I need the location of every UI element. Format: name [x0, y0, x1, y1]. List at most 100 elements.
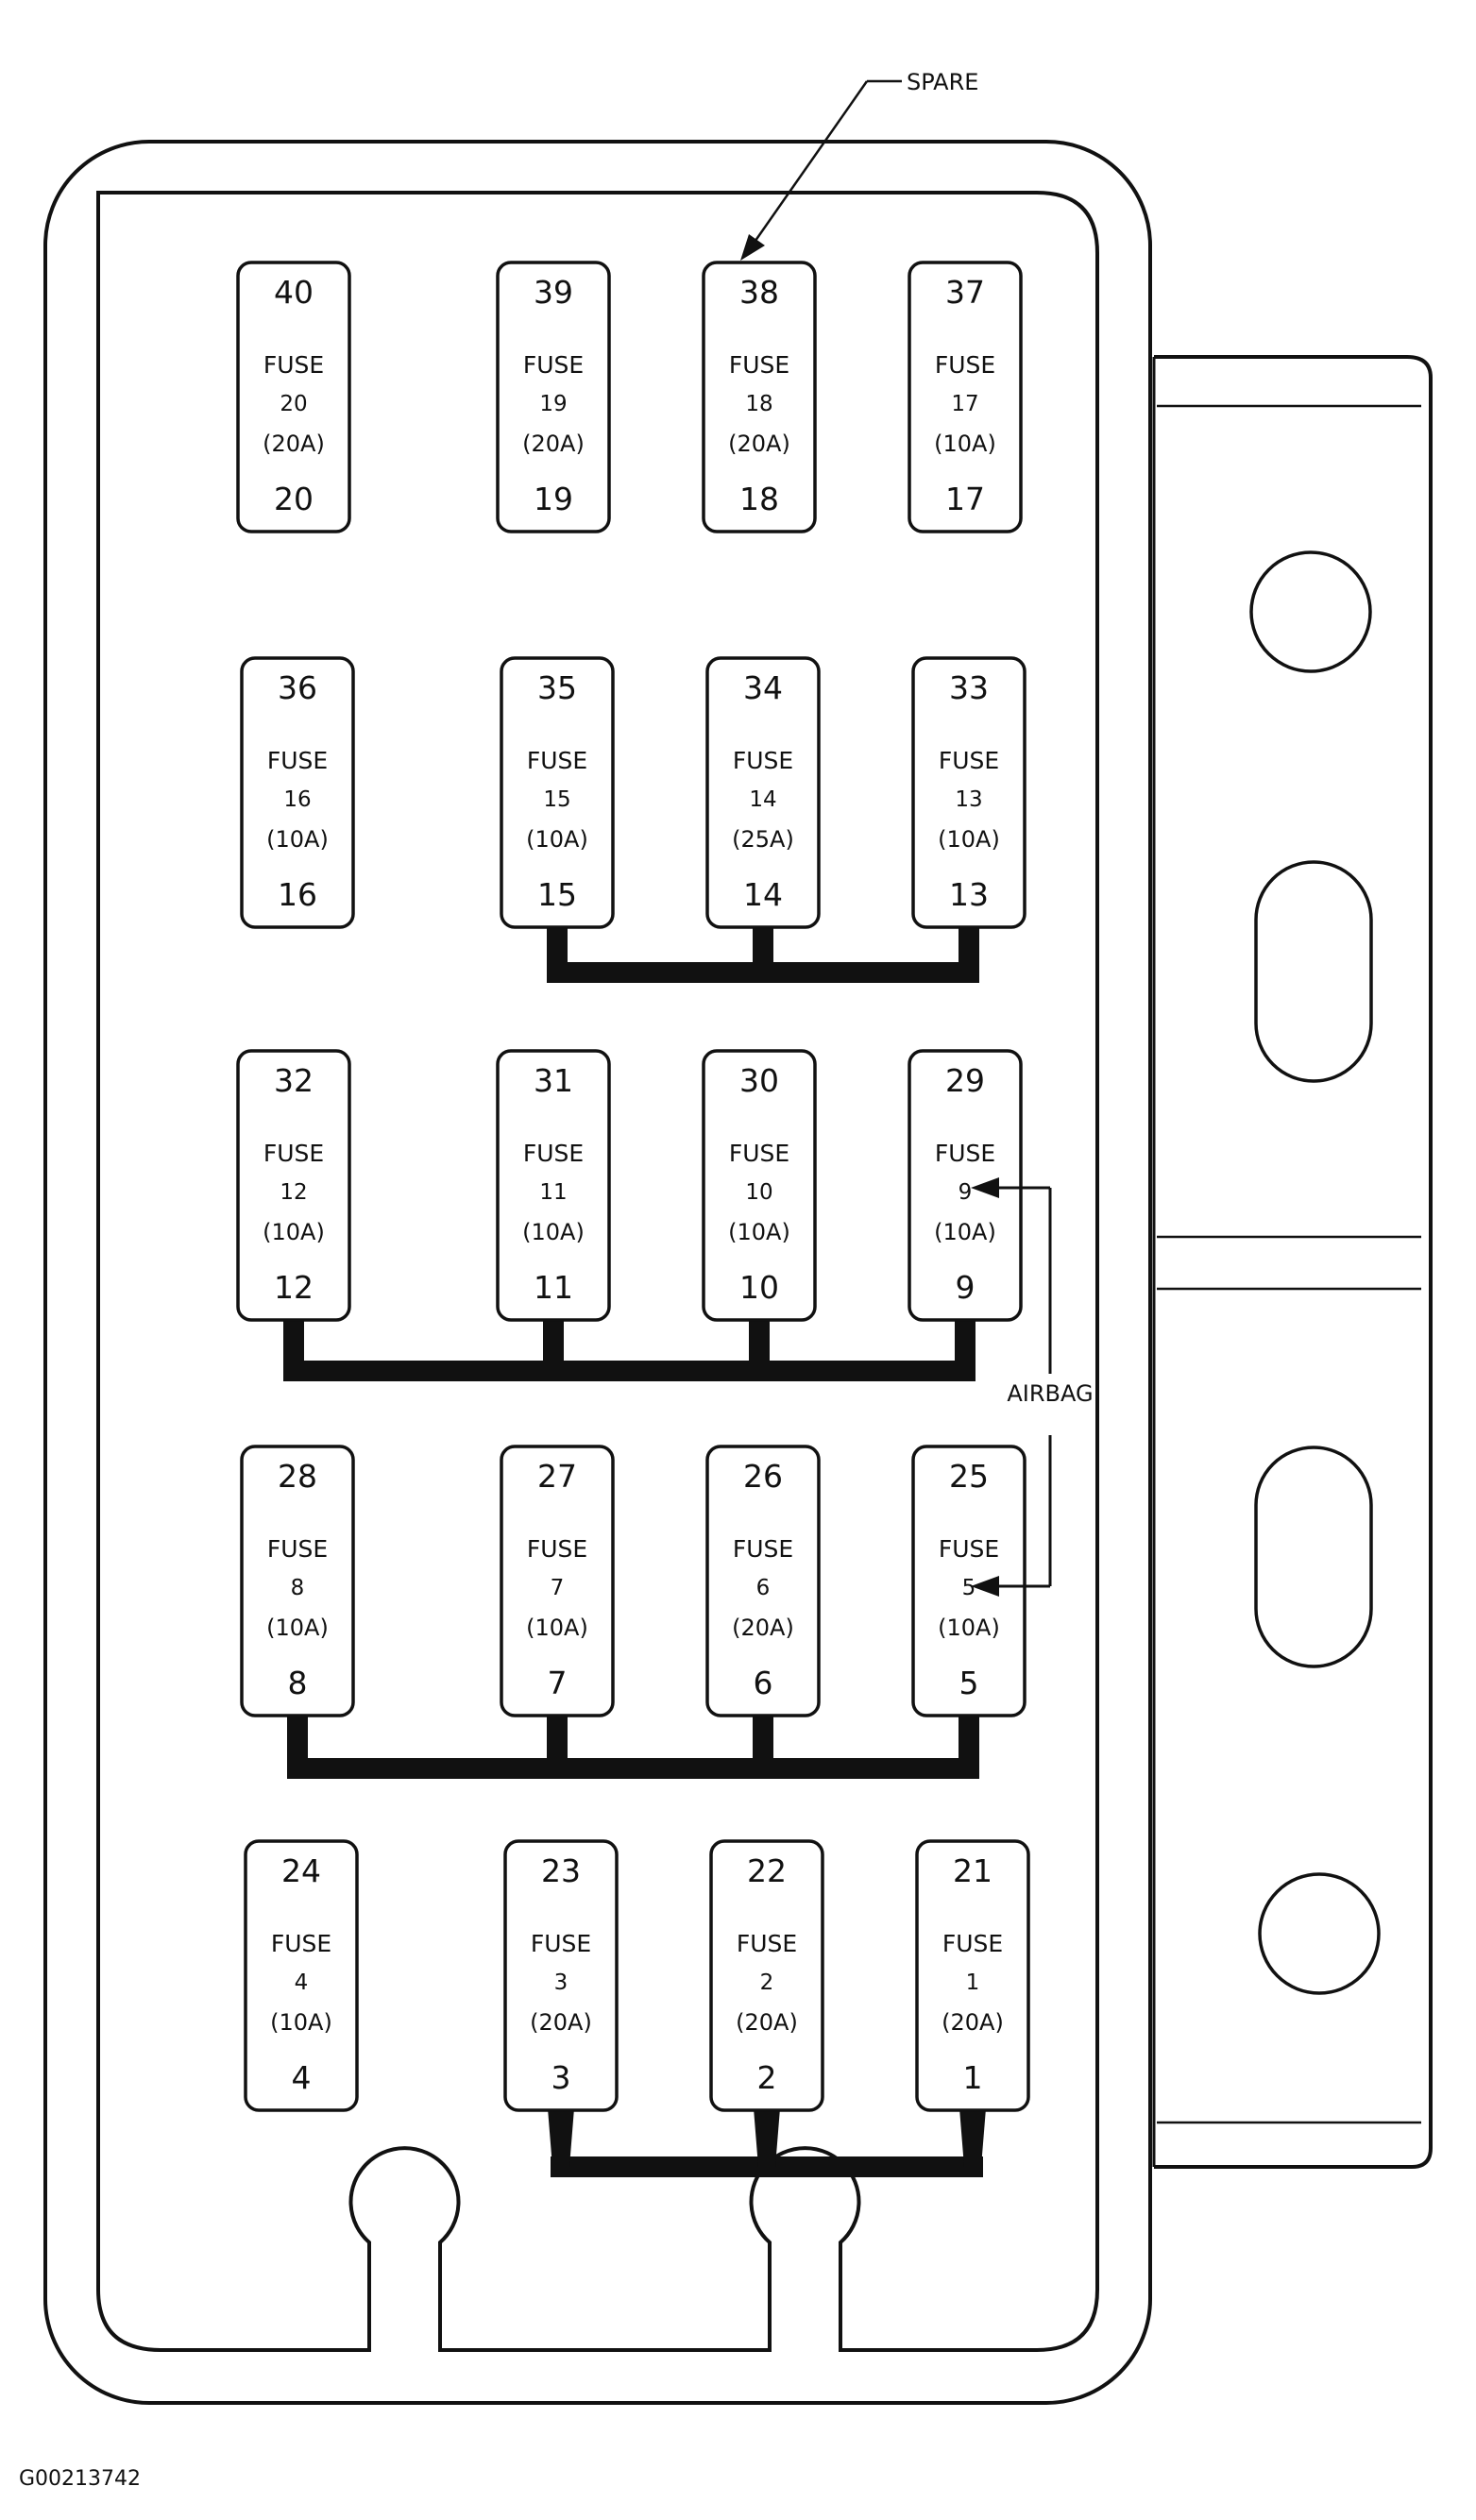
mounting-hole — [1249, 550, 1372, 673]
fuse-body — [500, 1445, 615, 1717]
bus-bar-tap — [287, 1712, 308, 1768]
fuse-rating: (20A) — [522, 431, 585, 457]
fuse-top-pin: 23 — [541, 1852, 581, 1889]
bus-bar — [287, 1712, 979, 1779]
fuse-number: 7 — [551, 1576, 565, 1600]
bus-bar — [548, 2108, 986, 2177]
fuse-rating: (20A) — [732, 1615, 794, 1641]
fuse-number: 5 — [962, 1576, 976, 1600]
fuse-number: 20 — [280, 392, 307, 416]
airbag-arrowhead-lower — [971, 1576, 999, 1597]
fuse-label: FUSE — [935, 351, 995, 379]
fuse-body — [911, 656, 1026, 929]
fuse-panel-outer-housing — [43, 140, 1152, 2405]
fuse-top-pin: 29 — [945, 1062, 985, 1099]
fuse-number: 3 — [554, 1970, 568, 1995]
bus-bar-rail — [283, 1361, 976, 1381]
fuse-panel-inner-border — [95, 191, 1099, 2352]
bus-bar-tap — [543, 1316, 564, 1371]
fuse-body — [702, 261, 817, 533]
fuse-bottom-pin: 2 — [757, 2059, 777, 2096]
fuse-bottom-pin: 11 — [534, 1269, 573, 1306]
fuse-bottom-pin: 12 — [274, 1269, 314, 1306]
fuse-top-pin: 24 — [281, 1852, 321, 1889]
bus-bar-tap — [749, 1316, 770, 1371]
fuse-body — [915, 1839, 1030, 2112]
fuse-body — [705, 656, 821, 929]
bus-bar-tap — [548, 2108, 574, 2167]
fuse-body — [240, 656, 355, 929]
fuse-top-pin: 30 — [739, 1062, 779, 1099]
mounting-hole — [1258, 1872, 1381, 1995]
fuse-label: FUSE — [267, 1535, 328, 1563]
fuse-number: 14 — [749, 787, 776, 812]
fuse-number: 4 — [295, 1970, 309, 1995]
fuse-number: 6 — [756, 1576, 771, 1600]
airbag-callout: AIRBAG — [971, 1177, 1094, 1597]
fuse-rating: (20A) — [728, 431, 790, 457]
mounting-slot — [1254, 1446, 1373, 1668]
fuse-label: FUSE — [729, 1140, 789, 1167]
fuse-top-pin: 22 — [747, 1852, 787, 1889]
fuse-rating: (10A) — [270, 2009, 332, 2036]
spare-leader-line — [749, 80, 869, 248]
fuse-number: 18 — [745, 392, 772, 416]
fuse-label: FUSE — [939, 747, 999, 774]
fuse-label: FUSE — [523, 1140, 584, 1167]
bus-bar-rail — [287, 1758, 979, 1779]
fuse-bottom-pin: 13 — [949, 876, 989, 913]
bus-bar-tap — [959, 923, 979, 972]
fuse-rating: (10A) — [938, 826, 1000, 853]
fuse-rating: (10A) — [934, 1219, 996, 1245]
fuse-body — [911, 1445, 1026, 1717]
bus-bar — [283, 1316, 976, 1381]
fuse-top-pin: 38 — [739, 274, 779, 311]
fuse-body — [244, 1839, 359, 2112]
fuse-number: 19 — [539, 392, 567, 416]
fuse-top-pin: 25 — [949, 1458, 989, 1495]
bus-bar-tap — [283, 1316, 304, 1371]
fuse-label: FUSE — [935, 1140, 995, 1167]
fuse-rating: (20A) — [942, 2009, 1004, 2036]
fuse-bottom-pin: 15 — [537, 876, 577, 913]
fuse-rating: (10A) — [522, 1219, 585, 1245]
fuse-number: 17 — [951, 392, 978, 416]
fuse-top-pin: 21 — [953, 1852, 992, 1889]
fuse-label: FUSE — [523, 351, 584, 379]
mounting-slot — [1254, 860, 1373, 1083]
fuse-bottom-pin: 3 — [551, 2059, 571, 2096]
fuse-bottom-pin: 7 — [548, 1665, 568, 1701]
fuse-top-pin: 32 — [274, 1062, 314, 1099]
fuse-top-pin: 27 — [537, 1458, 577, 1495]
fuse-rating: (10A) — [526, 1615, 588, 1641]
fuse-bottom-pin: 9 — [956, 1269, 976, 1306]
fuse-body — [240, 1445, 355, 1717]
fuse-label: FUSE — [737, 1930, 797, 1957]
fuse-label: FUSE — [531, 1930, 591, 1957]
fuse-rating: (10A) — [934, 431, 996, 457]
fuse-rating: (20A) — [736, 2009, 798, 2036]
fuse-bottom-pin: 14 — [743, 876, 783, 913]
fuse-top-pin: 37 — [945, 274, 985, 311]
fuse-rating: (10A) — [263, 1219, 325, 1245]
fuse-label: FUSE — [267, 747, 328, 774]
fuse-body — [500, 656, 615, 929]
fuse-body — [236, 1049, 351, 1322]
fuse-label: FUSE — [939, 1535, 999, 1563]
fuse-body — [236, 261, 351, 533]
fuse-bottom-pin: 18 — [739, 481, 779, 517]
fuse-rating: (25A) — [732, 826, 794, 853]
fuse-bottom-pin: 20 — [274, 481, 314, 517]
